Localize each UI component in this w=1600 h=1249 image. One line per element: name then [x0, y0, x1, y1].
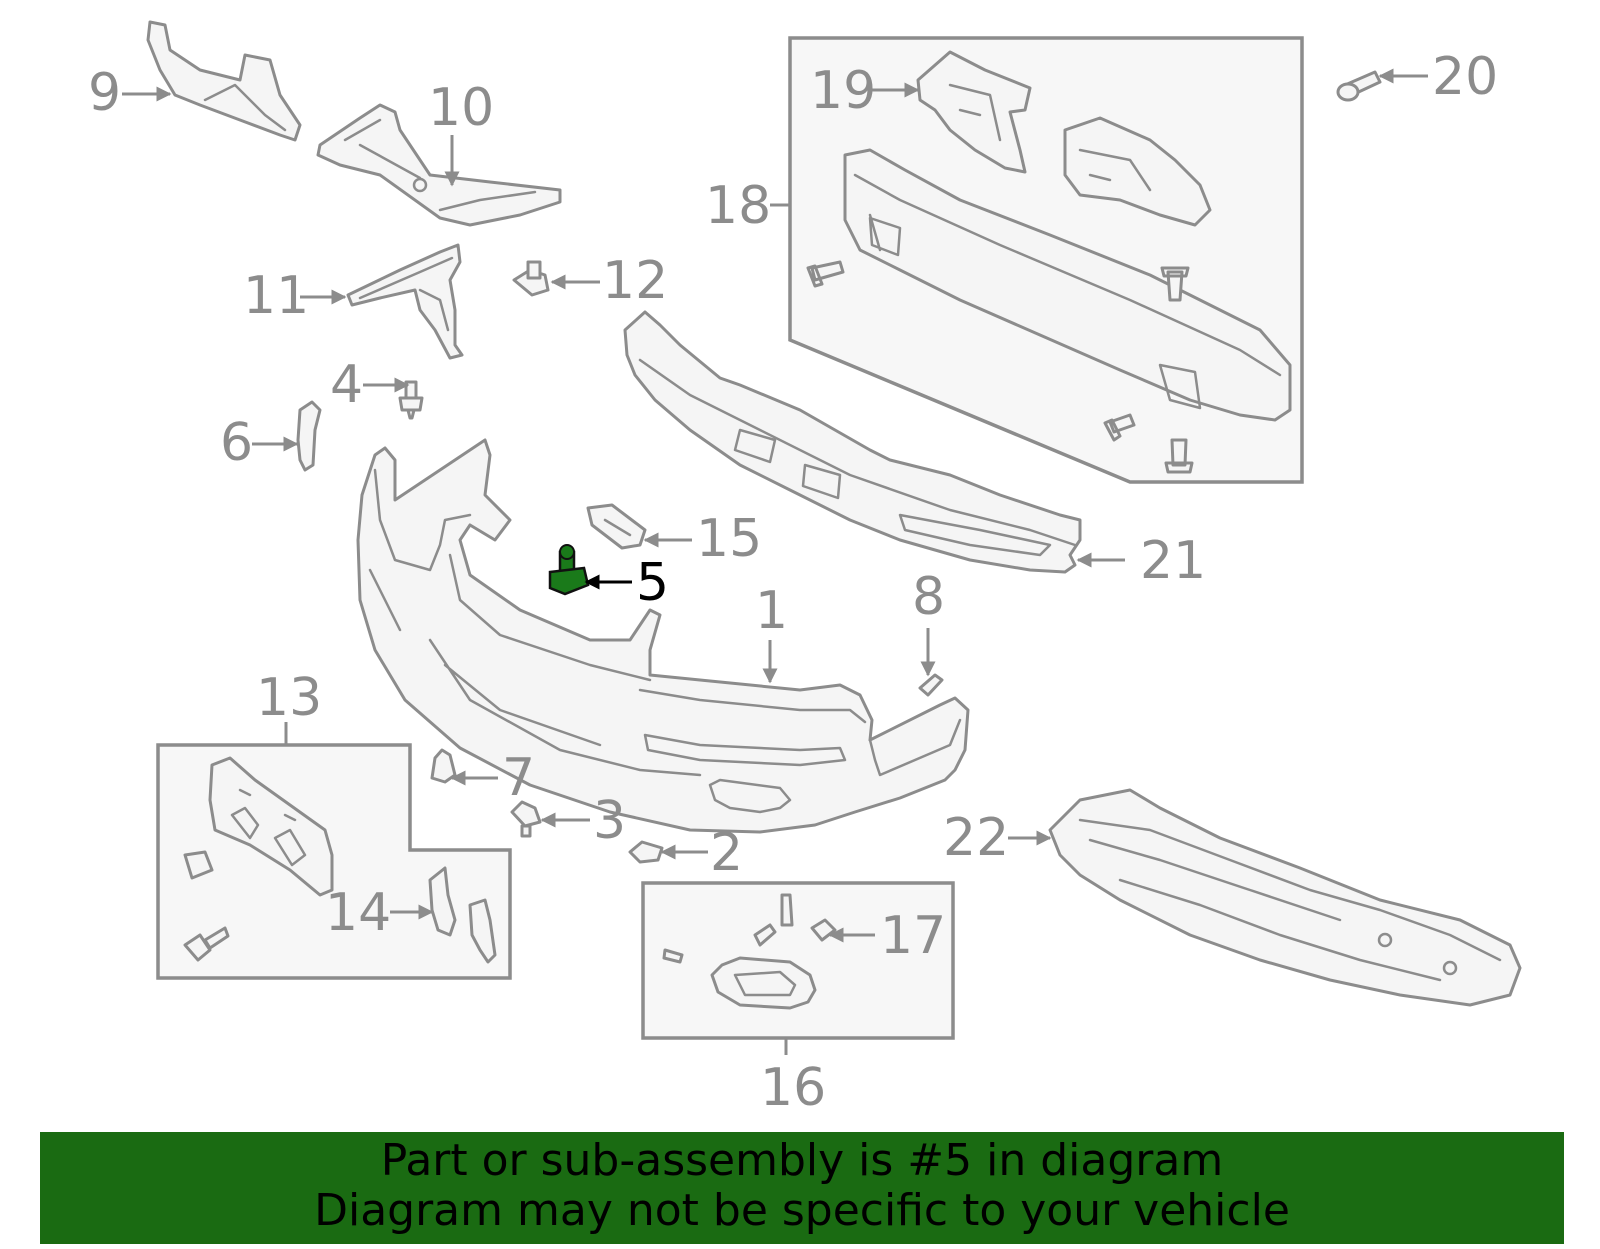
bracket-19-drawing	[916, 50, 1032, 174]
info-banner: Part or sub-assembly is #5 in diagram Di…	[40, 1132, 1564, 1244]
bracket-15-drawing	[586, 503, 647, 550]
clip-2-drawing	[628, 840, 664, 864]
bracket-7-drawing	[430, 748, 457, 784]
callout-12: 12	[602, 251, 668, 311]
bracket-6-drawing	[296, 400, 322, 472]
energy-absorber-21-drawing	[623, 310, 1082, 574]
undercover-22-drawing	[1048, 788, 1522, 1007]
leader-lines	[122, 68, 1428, 1055]
callout-2: 2	[710, 823, 743, 883]
bumper-cover-1-drawing	[356, 438, 970, 834]
clip-12-drawing	[512, 260, 550, 297]
part-5-highlighted-drawing	[548, 544, 590, 596]
callout-9: 9	[88, 63, 121, 123]
callout-10: 10	[428, 78, 494, 138]
reinforcement-assembly-box	[788, 36, 1304, 484]
banner-line-part-number: Part or sub-assembly is #5 in diagram	[380, 1135, 1224, 1186]
callout-5: 5	[636, 553, 669, 613]
fog-lamp-box	[641, 881, 955, 1040]
callout-22: 22	[943, 808, 1009, 868]
callout-8: 8	[912, 567, 945, 627]
callout-17: 17	[880, 906, 946, 966]
license-bracket-box	[156, 743, 512, 980]
callout-13: 13	[256, 668, 322, 728]
clip-3-drawing	[510, 800, 542, 838]
callout-1: 1	[755, 581, 788, 641]
callout-labels: 9 10 11 12 4 6 15 5 21 1 8 13 7 3 2 14 1…	[88, 47, 1498, 1118]
callout-20: 20	[1432, 47, 1498, 107]
callout-21: 21	[1140, 531, 1206, 591]
callout-18: 18	[705, 176, 771, 236]
bracket-11-drawing	[346, 243, 464, 360]
bolt-20-drawing	[1336, 70, 1382, 102]
bracket-9-drawing	[146, 20, 302, 142]
callout-15: 15	[696, 509, 762, 569]
banner-line-disclaimer: Diagram may not be specific to your vehi…	[314, 1185, 1290, 1236]
bracket-10-drawing	[316, 103, 562, 227]
callout-6: 6	[220, 413, 253, 473]
reinforcement-beam-drawing	[843, 148, 1292, 422]
callout-14: 14	[325, 883, 391, 943]
clip-8-drawing	[918, 673, 944, 697]
clip-4-drawing	[398, 380, 424, 420]
callout-16: 16	[760, 1058, 826, 1118]
callout-19: 19	[810, 61, 876, 121]
callout-4: 4	[330, 355, 363, 415]
callout-11: 11	[243, 266, 309, 326]
callout-3: 3	[593, 791, 626, 851]
callout-7: 7	[502, 748, 535, 808]
